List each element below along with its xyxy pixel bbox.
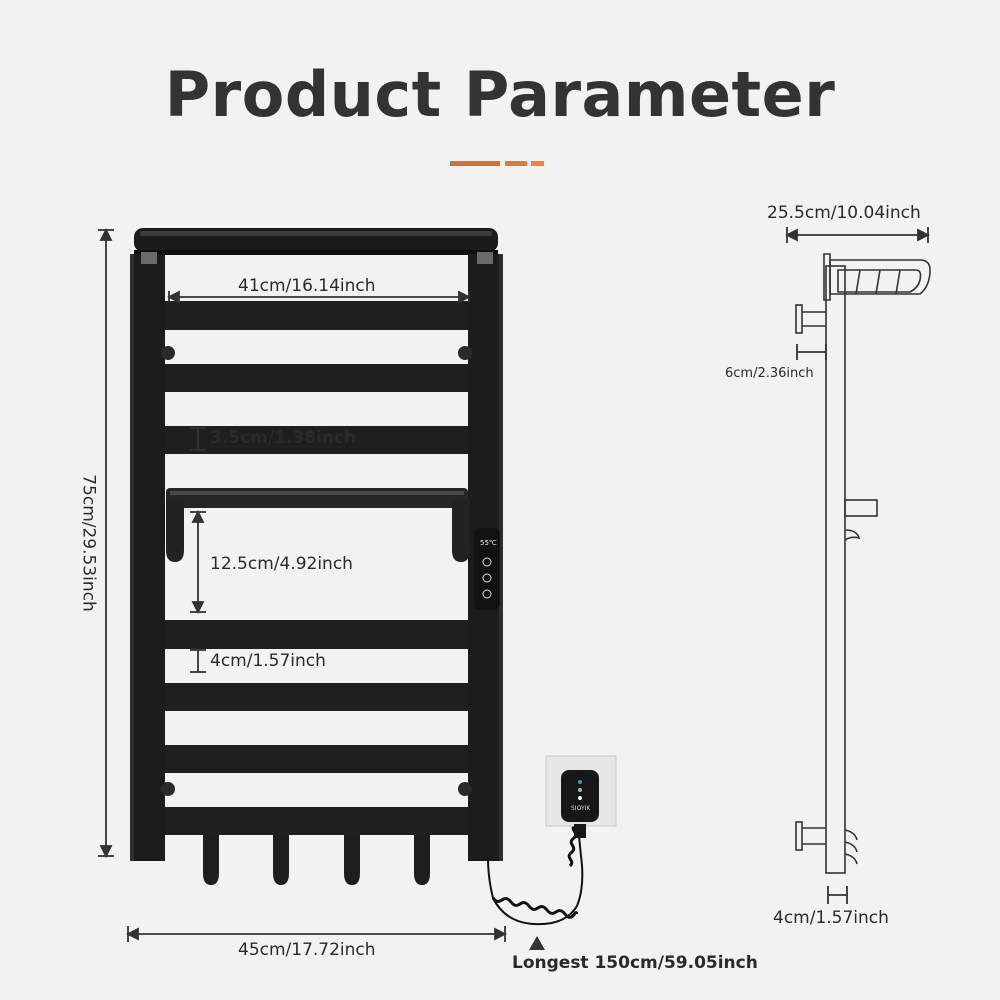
side-depth-label: 25.5cm/10.04inch	[767, 203, 921, 223]
plug-brand: SIOYIK	[571, 805, 591, 812]
title-accent	[450, 161, 544, 166]
horizontal-bars	[165, 301, 468, 835]
side-hook-label: 6cm/2.36inch	[725, 366, 814, 381]
total-width-label: 45cm/17.72inch	[238, 940, 376, 960]
bar-width-label: 4cm/1.57inch	[210, 651, 326, 671]
page-title: Product Parameter	[164, 58, 836, 131]
height-label: 75cm/29.53inch	[78, 474, 99, 612]
side-thickness-label: 4cm/1.57inch	[773, 908, 889, 928]
dimension-lines-front	[98, 227, 508, 942]
cord-length-label: Longest 150cm/59.05inch	[512, 953, 758, 973]
control-panel	[474, 528, 500, 610]
control-panel-temperature: 55℃	[480, 539, 497, 547]
rod-gap-label: 12.5cm/4.92inch	[210, 554, 353, 574]
wall-socket	[545, 755, 617, 838]
inner-width-label: 41cm/16.14inch	[238, 276, 376, 296]
dimension-lines-side	[784, 227, 931, 904]
left-rail	[130, 254, 165, 861]
bar-gap-label: 3.5cm/1.38inch	[210, 428, 357, 448]
towel-rack-front	[130, 228, 503, 885]
cord-pointer-triangle	[529, 936, 545, 950]
bottom-hooks	[203, 835, 430, 885]
side-view-rack	[795, 253, 931, 874]
